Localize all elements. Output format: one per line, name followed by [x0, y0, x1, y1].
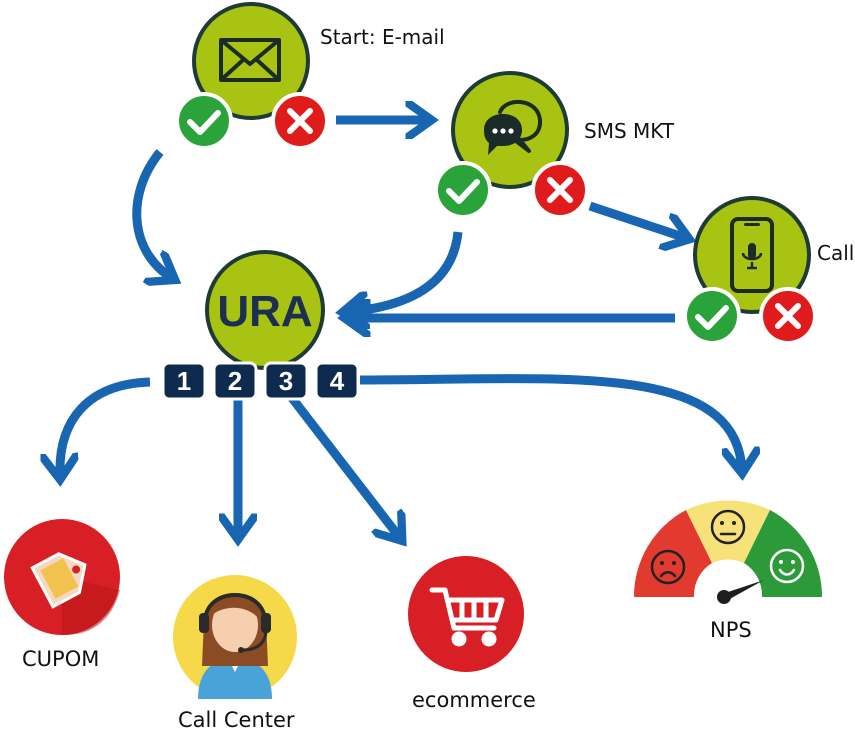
headset-agent-icon — [198, 593, 272, 699]
arrow-ura-to-cupom — [60, 377, 151, 476]
email-accept-icon[interactable] — [175, 92, 233, 150]
sms-node[interactable] — [434, 71, 589, 219]
arrow-sms-to-ura — [346, 231, 463, 312]
ura-option-4[interactable]: 4 — [314, 361, 360, 401]
cupom-outcome[interactable] — [4, 519, 120, 636]
call-node[interactable] — [683, 196, 817, 345]
nps-outcome[interactable] — [633, 500, 823, 604]
email-reject-icon[interactable] — [271, 92, 329, 150]
nps-label: NPS — [710, 618, 752, 642]
arrow-ura-to-ecommerce — [288, 395, 400, 538]
smartphone-microphone-icon — [730, 217, 774, 293]
chat-bubble-icon — [484, 99, 543, 155]
ura-label: URA — [217, 287, 312, 336]
ura-options: 1 2 3 4 — [161, 361, 360, 401]
ura-option-2[interactable]: 2 — [212, 361, 258, 401]
sms-node-label: SMS MKT — [584, 119, 675, 143]
arrow-email-to-ura — [132, 149, 172, 278]
ura-option-1[interactable]: 1 — [161, 361, 207, 401]
svg-text:4: 4 — [330, 366, 345, 396]
call-center-label: Call Center — [178, 708, 295, 732]
arrow-ura-to-nps — [359, 374, 742, 470]
ura-option-3[interactable]: 3 — [263, 361, 309, 401]
arrow-sms-to-call — [588, 201, 686, 238]
neutral-face-icon — [710, 509, 746, 545]
svg-text:3: 3 — [279, 366, 293, 396]
sms-reject-icon[interactable] — [531, 161, 589, 219]
email-node[interactable] — [175, 2, 329, 150]
happy-face-icon — [769, 548, 805, 584]
ura-node[interactable]: URA — [205, 250, 325, 370]
ecommerce-outcome[interactable] — [408, 556, 524, 672]
call-accept-icon[interactable] — [683, 287, 741, 345]
envelope-icon — [219, 38, 281, 82]
shopping-cart-icon — [429, 587, 505, 647]
call-center-outcome[interactable] — [173, 575, 297, 699]
cupom-label: CUPOM — [22, 647, 100, 671]
ecommerce-label: ecommerce — [412, 688, 536, 712]
gauge-needle-icon — [717, 580, 764, 604]
sad-face-icon — [650, 549, 686, 585]
call-node-label: Call — [817, 241, 855, 265]
email-node-label: Start: E-mail — [320, 25, 445, 49]
call-reject-icon[interactable] — [759, 287, 817, 345]
sms-accept-icon[interactable] — [434, 161, 492, 219]
coupon-tag-icon — [30, 552, 87, 609]
svg-text:2: 2 — [228, 366, 242, 396]
satisfaction-gauge-icon — [633, 500, 823, 604]
svg-text:1: 1 — [177, 366, 191, 396]
